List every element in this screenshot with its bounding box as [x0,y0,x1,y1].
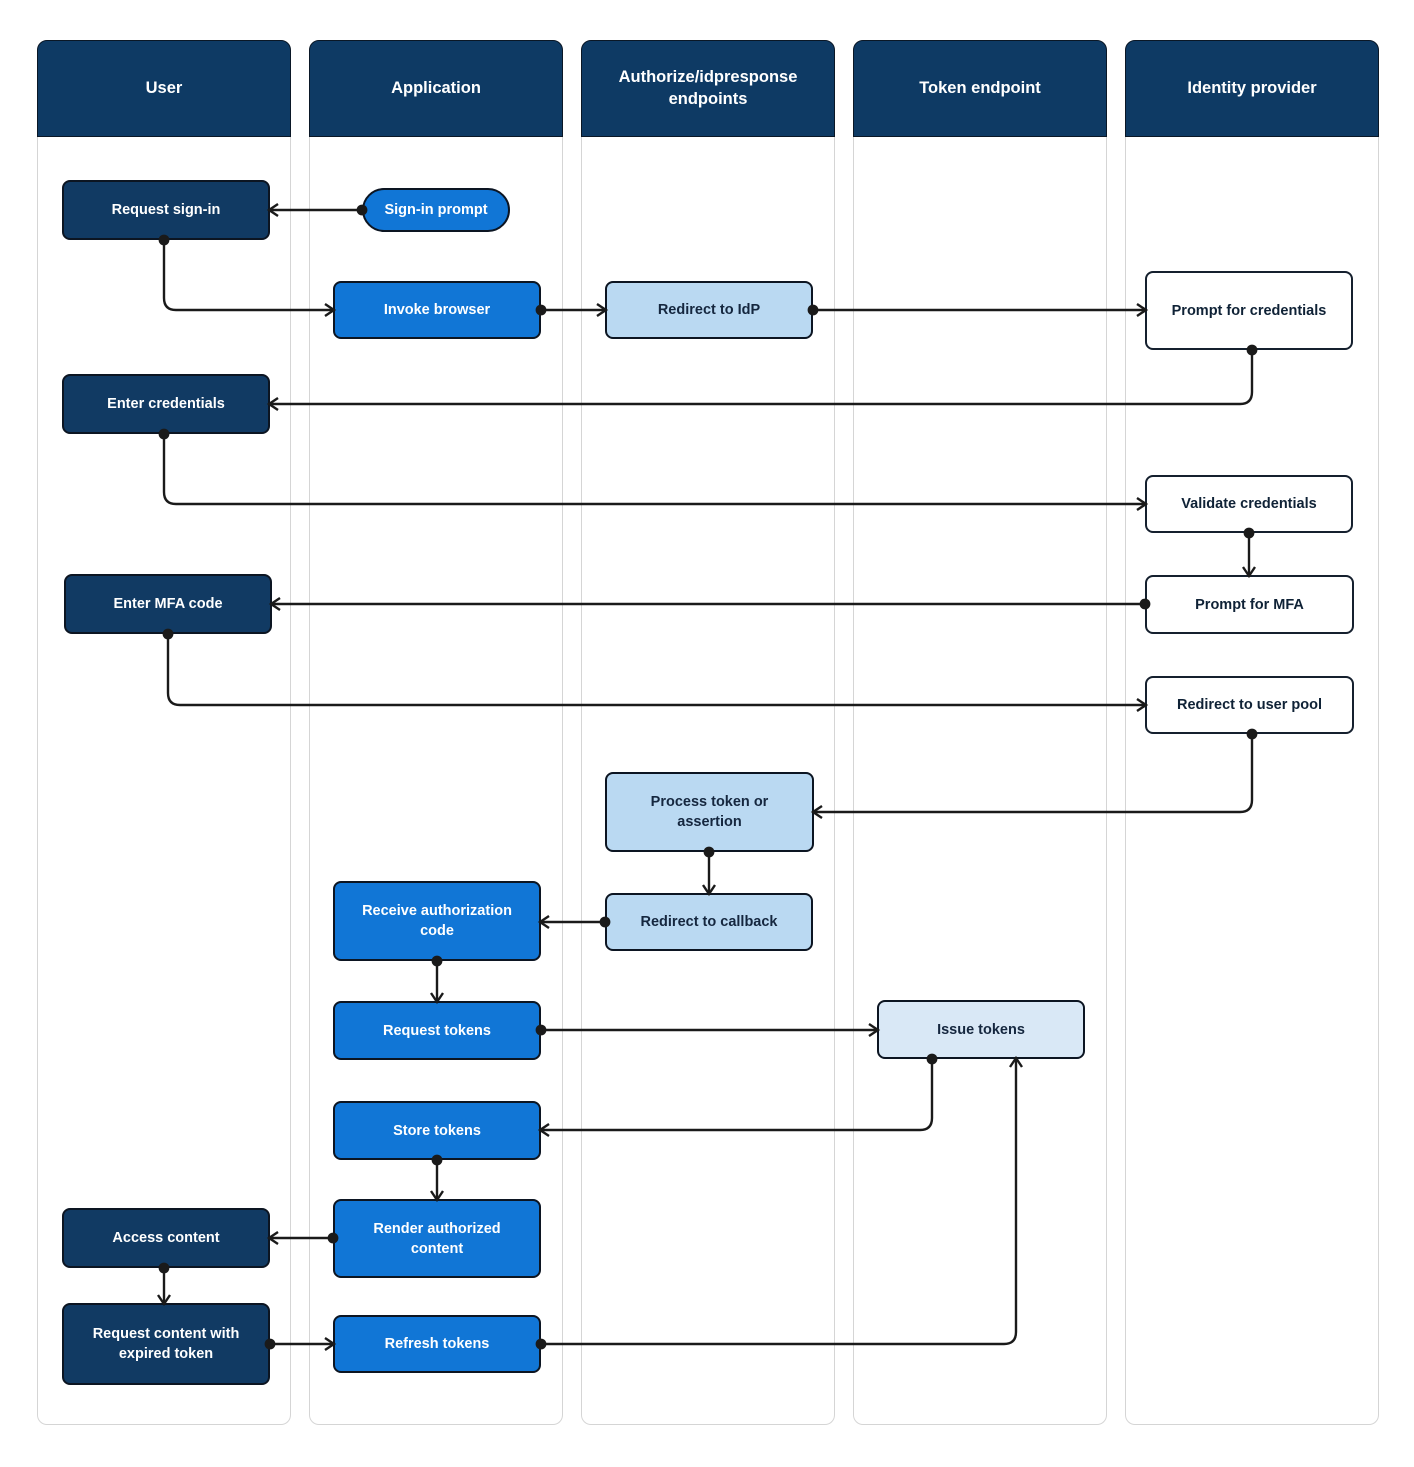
lane-header-token-endpoint: Token endpoint [853,40,1107,137]
node-label: Enter credentials [107,396,225,412]
node-process-token-or-assertion: Process token or assertion [605,772,814,852]
node-label: Invoke browser [383,302,491,318]
node-label: Validate credentials [1181,496,1317,512]
node-validate-credentials: Validate credentials [1145,475,1353,533]
node-label: Request content with expired token [92,1326,240,1362]
node-redirect-to-idp: Redirect to IdP [605,281,813,339]
node-request-tokens: Request tokens [333,1001,541,1060]
node-label: Redirect to IdP [657,302,761,318]
node-redirect-to-user-pool: Redirect to user pool [1145,676,1354,734]
node-refresh-tokens: Refresh tokens [333,1315,541,1373]
node-label: Issue tokens [937,1021,1025,1038]
node-label: Request tokens [383,1022,491,1039]
node-prompt-for-credentials: Prompt for credentials [1145,271,1353,350]
node-label: Redirect to callback [640,914,778,930]
node-access-content: Access content [62,1208,270,1268]
node-label: Store tokens [393,1122,481,1139]
node-label: Refresh tokens [384,1336,490,1352]
node-receive-authorization-code: Receive authorization code [333,881,541,961]
lane-title: Application [391,78,481,97]
lane-body-token-endpoint [853,137,1107,1425]
node-label: Request sign-in [111,202,221,218]
node-sign-in-prompt: Sign-in prompt [362,188,510,232]
node-request-content-with-expired-token: Request content with expired token [62,1303,270,1385]
node-redirect-to-callback: Redirect to callback [605,893,813,951]
lane-title: Authorize/idpresponse endpoints [618,68,798,108]
node-enter-mfa-code: Enter MFA code [64,574,272,634]
node-label: Render authorized content [373,1220,501,1257]
node-issue-tokens: Issue tokens [877,1000,1085,1059]
node-label: Access content [112,1230,220,1246]
node-label: Prompt for MFA [1195,596,1304,613]
lane-token-endpoint: Token endpoint [853,40,1107,1425]
node-label: Redirect to user pool [1176,697,1323,713]
node-label: Enter MFA code [113,596,223,612]
node-label: Sign-in prompt [384,202,488,218]
lane-header-user: User [37,40,291,137]
lane-header-identity-provider: Identity provider [1125,40,1379,137]
node-store-tokens: Store tokens [333,1101,541,1160]
node-label: Process token or assertion [650,794,769,830]
node-render-authorized-content: Render authorized content [333,1199,541,1278]
node-invoke-browser: Invoke browser [333,281,541,339]
node-request-sign-in: Request sign-in [62,180,270,240]
lane-title: Identity provider [1187,78,1317,97]
node-label: Prompt for credentials [1171,302,1327,319]
lane-authorize-endpoints: Authorize/idpresponse endpoints [581,40,835,1425]
lane-title: User [145,78,183,97]
lane-title: Token endpoint [919,78,1041,97]
node-enter-credentials: Enter credentials [62,374,270,434]
node-prompt-for-mfa: Prompt for MFA [1145,575,1354,634]
lane-header-application: Application [309,40,563,137]
lane-header-authorize-endpoints: Authorize/idpresponse endpoints [581,40,835,137]
node-label: Receive authorization code [362,903,512,939]
